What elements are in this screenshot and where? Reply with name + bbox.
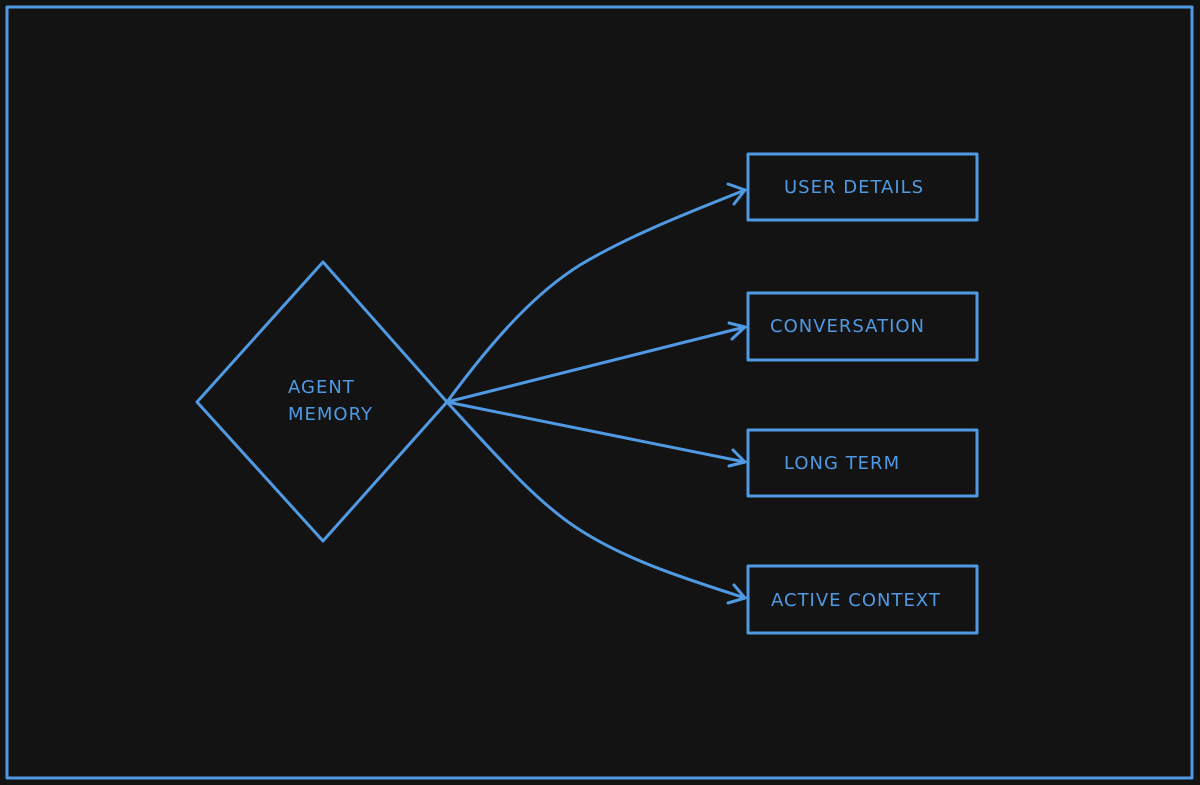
arrow-to-conversation [445, 325, 747, 404]
agent-memory-label-line1: AGENT [288, 377, 355, 398]
agent-memory-diamond[interactable] [195, 260, 449, 543]
arrowhead-active-context [726, 583, 747, 605]
long-term-box[interactable] [746, 428, 979, 498]
active-context-label: ACTIVE CONTEXT [771, 590, 941, 611]
arrowhead-conversation [727, 321, 747, 341]
arrow-to-active-context [445, 400, 747, 600]
long-term-label: LONG TERM [784, 453, 900, 474]
agent-memory-label-line2: MEMORY [288, 404, 373, 425]
arrowhead-user-details [726, 182, 747, 206]
outer-frame [5, 5, 1194, 780]
conversation-label: CONVERSATION [770, 316, 925, 337]
conversation-box[interactable] [746, 291, 979, 362]
arrow-to-long-term [445, 400, 747, 464]
active-context-box[interactable] [746, 564, 979, 635]
user-details-box[interactable] [746, 152, 979, 222]
user-details-label: USER DETAILS [784, 177, 924, 198]
arrowhead-long-term [727, 448, 747, 468]
arrow-to-user-details [445, 188, 747, 404]
